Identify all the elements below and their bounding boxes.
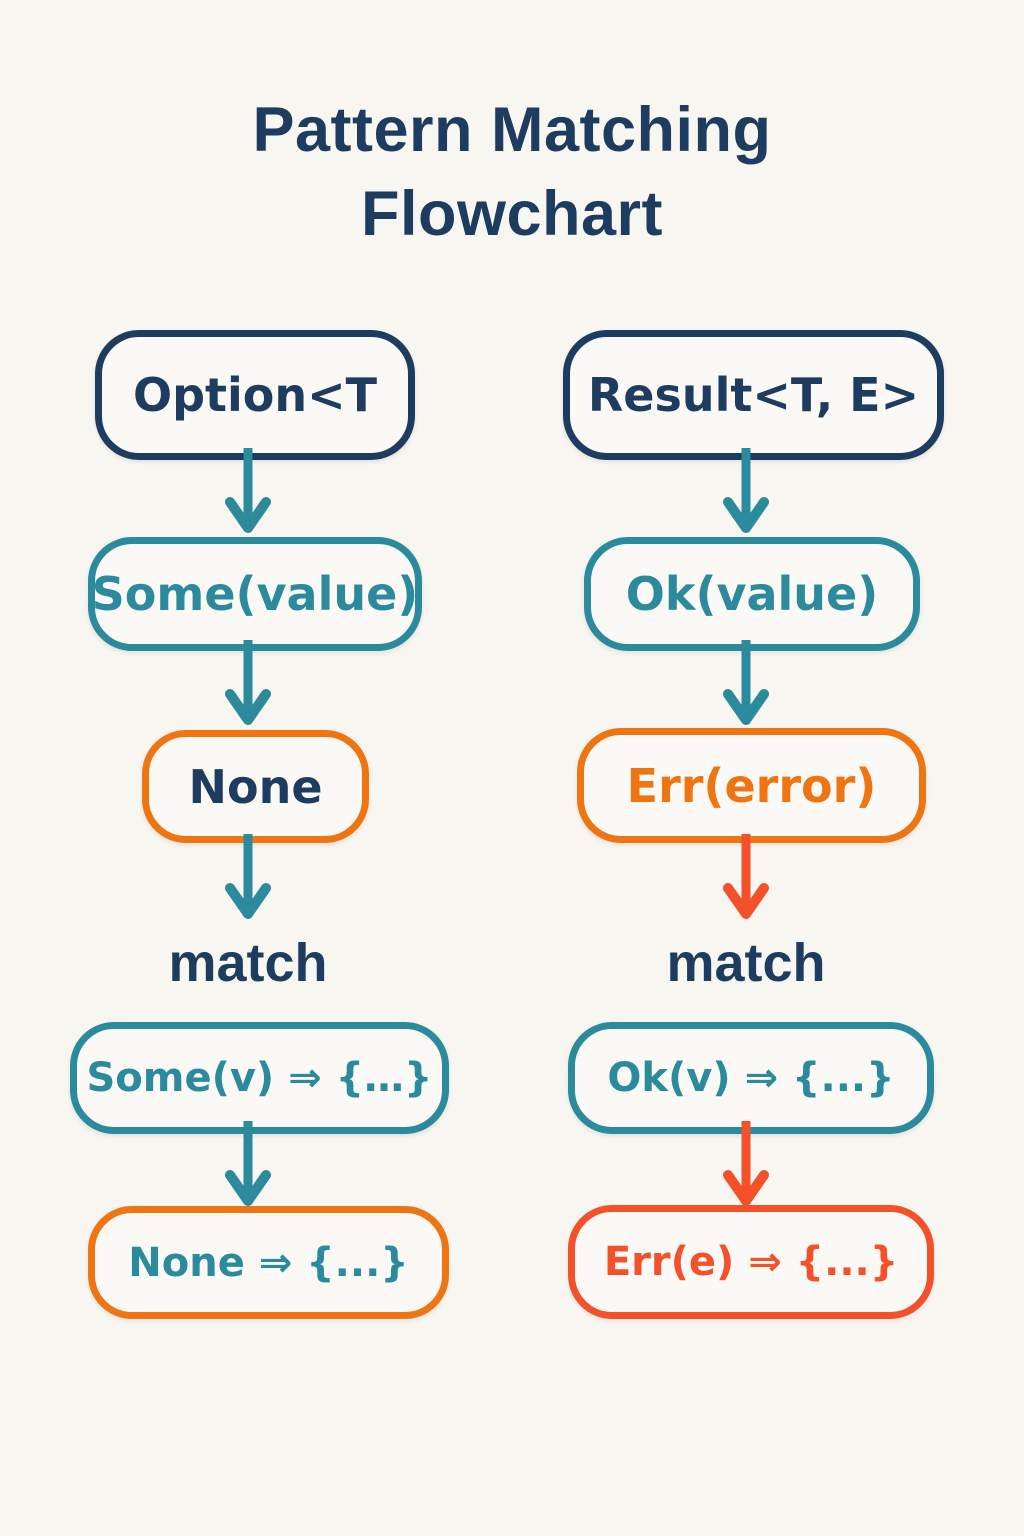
match-label-right: match	[666, 933, 826, 993]
page-title-line-2: Flowchart	[360, 179, 664, 249]
node-arm-err: Err(e) ⇒ {...}	[568, 1205, 934, 1319]
page-title-line-1: Pattern Matching	[252, 95, 772, 165]
node-arm-ok: Ok(v) ⇒ {...}	[568, 1022, 934, 1134]
node-arm-some: Some(v) ⇒ {…}	[70, 1022, 449, 1134]
node-some-value: Some(value)	[88, 537, 422, 651]
node-none-label: None	[188, 759, 323, 814]
node-arm-none: None ⇒ {...}	[88, 1206, 449, 1319]
node-arm-none-label: None ⇒ {...}	[128, 1239, 409, 1286]
node-arm-err-label: Err(e) ⇒ {...}	[603, 1239, 899, 1285]
node-ok-value-label: Ok(value)	[625, 567, 879, 621]
node-err-error: Err(error)	[577, 728, 926, 843]
arrow-down-icon	[723, 640, 769, 725]
node-result-root: Result<T, E>	[563, 330, 944, 460]
arrow-down-icon	[225, 640, 271, 725]
arrow-down-icon	[225, 448, 271, 533]
node-none: None	[142, 730, 369, 843]
node-some-value-label: Some(value)	[91, 567, 419, 621]
arrow-down-icon	[225, 1121, 271, 1206]
node-arm-ok-label: Ok(v) ⇒ {...}	[607, 1055, 895, 1101]
node-result-root-label: Result<T, E>	[587, 368, 920, 422]
arrow-down-icon	[225, 834, 271, 919]
arrow-down-icon	[723, 448, 769, 533]
node-arm-some-label: Some(v) ⇒ {…}	[86, 1055, 433, 1101]
node-ok-value: Ok(value)	[584, 537, 920, 651]
node-err-error-label: Err(error)	[626, 758, 877, 813]
match-label-left: match	[168, 933, 328, 993]
arrow-down-icon	[723, 1121, 769, 1206]
node-option-root: Option<T	[95, 330, 415, 460]
node-option-root-label: Option<T	[132, 368, 378, 422]
page-title: Pattern Matching Flowchart	[0, 88, 1024, 256]
arrow-down-icon	[723, 834, 769, 919]
